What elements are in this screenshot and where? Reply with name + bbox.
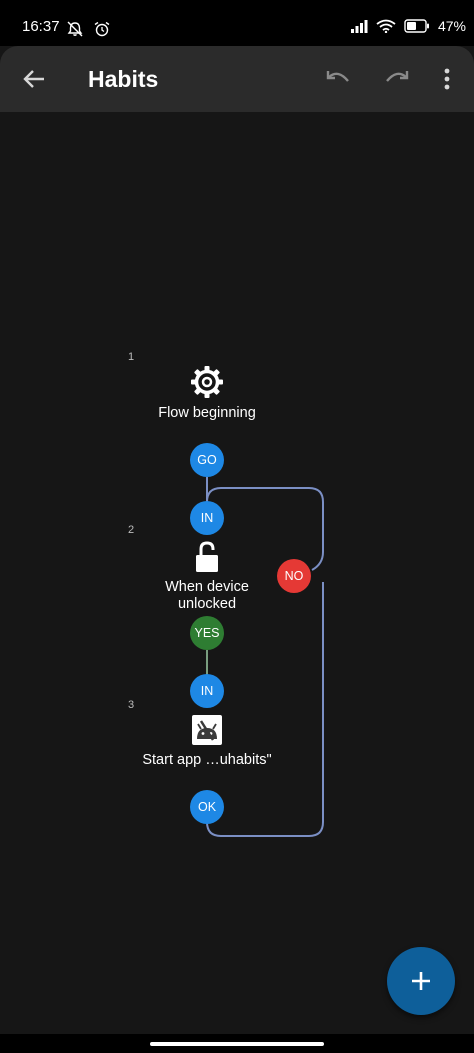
status-right: 47% xyxy=(350,18,466,34)
port-yes[interactable]: YES xyxy=(190,616,224,650)
more-vert-icon xyxy=(444,68,450,90)
block-label: Start app …uhabits" xyxy=(142,752,272,768)
port-in[interactable]: IN xyxy=(190,674,224,708)
block-label-line-2: unlocked xyxy=(177,596,237,612)
flow-block-start-app[interactable]: Start app …uhabits" xyxy=(117,712,297,772)
connector-no-loop xyxy=(206,487,324,571)
flow-canvas[interactable]: 1 Flow beginning GO IN 2 When device xyxy=(0,112,474,1034)
redo-icon xyxy=(386,71,409,82)
undo-button[interactable] xyxy=(323,64,353,94)
step-number: 1 xyxy=(128,351,135,363)
navigation-bar xyxy=(0,1034,474,1053)
back-button[interactable] xyxy=(20,64,50,94)
signal-icon xyxy=(350,20,368,33)
home-gesture-pill[interactable] xyxy=(150,1042,324,1046)
page-title: Habits xyxy=(88,66,159,92)
alarm-icon xyxy=(94,21,110,36)
android-app-icon xyxy=(192,715,222,745)
step-number: 2 xyxy=(128,524,135,536)
unlock-icon xyxy=(196,541,218,572)
app-bar: Habits xyxy=(0,46,474,112)
plus-icon xyxy=(412,972,430,990)
block-label-line-1: When device xyxy=(165,579,249,595)
status-bar: 16:37 47% xyxy=(0,0,474,46)
more-options-button[interactable] xyxy=(433,64,463,94)
redo-button[interactable] xyxy=(382,64,412,94)
notifications-off-icon xyxy=(67,21,83,36)
block-label: Flow beginning xyxy=(158,405,256,421)
battery-icon xyxy=(404,19,429,33)
port-no[interactable]: NO xyxy=(277,559,311,593)
step-number: 3 xyxy=(128,699,135,711)
wifi-icon xyxy=(376,19,396,33)
port-in[interactable]: IN xyxy=(190,501,224,535)
status-left-icons xyxy=(66,18,111,37)
port-ok[interactable]: OK xyxy=(190,790,224,824)
flow-block-beginning[interactable]: Flow beginning xyxy=(117,362,297,422)
battery-percent: 47% xyxy=(437,18,466,34)
port-go[interactable]: GO xyxy=(190,443,224,477)
flow-connectors xyxy=(206,477,324,837)
add-block-button[interactable] xyxy=(387,947,455,1015)
undo-icon xyxy=(326,71,349,82)
status-time: 16:37 xyxy=(22,18,60,35)
flow-block-device-unlocked[interactable]: When device unlocked xyxy=(117,537,297,615)
gear-icon xyxy=(191,366,223,398)
back-arrow-icon xyxy=(23,70,44,88)
connector-ok-loop xyxy=(206,582,324,837)
